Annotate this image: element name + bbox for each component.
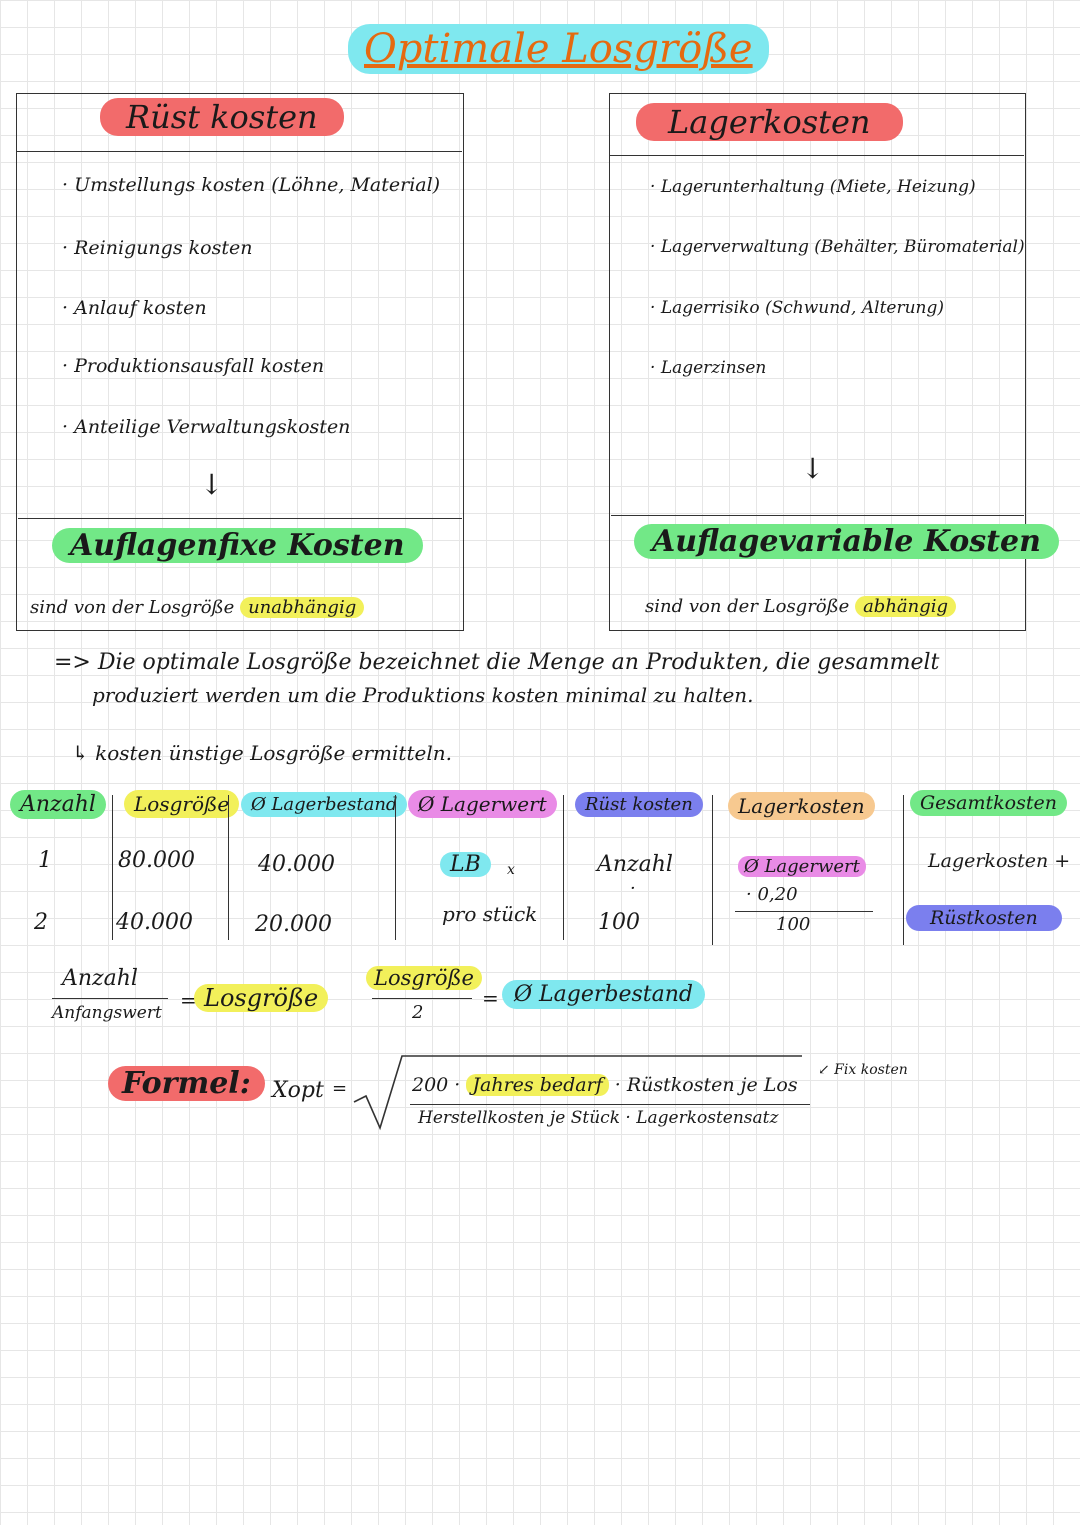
list-item: · Anteilige Verwaltungskosten: [62, 416, 351, 438]
fraction-1-eq: =: [180, 988, 197, 1012]
fraction-bar: [735, 911, 873, 912]
highlight: unabhängig: [240, 597, 365, 618]
list-item: · Umstellungs kosten (Löhne, Material): [62, 174, 441, 196]
formula-side-note: ↙ Fix kosten: [818, 1062, 908, 1078]
table-header: Ø Lagerbestand: [241, 792, 408, 817]
lager-formula-top: Ø Lagerwert: [738, 856, 866, 877]
ruest-formula-dot: ·: [630, 878, 636, 899]
gesamt-bottom: Rüstkosten: [906, 905, 1062, 931]
lagerkosten-box: [609, 93, 1026, 631]
definition-line-2: produziert werden um die Produktions kos…: [92, 683, 754, 707]
auflagevariable-heading: Auflagevariable Kosten: [634, 524, 1059, 559]
lagerwert-lb: LB: [440, 852, 491, 877]
fraction-bar: [52, 998, 168, 999]
lagerkosten-heading: Lagerkosten: [636, 103, 903, 141]
auflagenfixe-heading: Auflagenfixe Kosten: [52, 528, 423, 563]
lagerwert-ref: Ø Lagerwert: [738, 856, 866, 877]
formula-denominator: Herstellkosten je Stück · Lagerkostensat…: [418, 1108, 779, 1128]
ruestkosten-heading: Rüst kosten: [100, 98, 344, 136]
arrow-down-icon: ↓: [200, 468, 224, 501]
table-header: Lagerkosten: [728, 792, 875, 820]
square-root-icon: [353, 1055, 802, 1131]
lagerwert-pro: pro stück: [442, 902, 538, 926]
lagerwert-x: x: [507, 862, 515, 878]
table-header: Rüst kosten: [575, 792, 703, 817]
formula-label: Formel:: [108, 1066, 265, 1101]
ruest-formula-top: Anzahl: [597, 852, 673, 877]
fraction-2-den: 2: [412, 1002, 424, 1023]
divider: [609, 155, 1024, 156]
fraction-2-num: Losgröße: [366, 966, 482, 990]
fraction-2-eq: =: [482, 986, 499, 1010]
list-item: · Anlauf kosten: [62, 297, 207, 319]
list-item: · Lagerverwaltung (Behälter, Büromateria…: [650, 237, 1025, 257]
table-divider: [228, 795, 229, 940]
formula-numerator: 200 · Jahres bedarf · Rüstkosten je Los: [412, 1074, 798, 1096]
arrow-down-icon: ↓: [801, 452, 825, 485]
formula-eq: =: [332, 1078, 348, 1099]
list-item: · Lagerrisiko (Schwund, Alterung): [650, 298, 945, 318]
table-cell: 80.000: [118, 848, 195, 873]
list-item: · Reinigungs kosten: [62, 237, 253, 259]
table-divider: [112, 795, 113, 940]
table-header: Losgröße: [124, 790, 240, 818]
page-title: Optimale Losgröße: [348, 24, 769, 74]
list-item: · Lagerunterhaltung (Miete, Heizung): [650, 177, 976, 197]
table-header: Anzahl: [10, 790, 106, 819]
table-cell: 40.000: [258, 852, 335, 877]
table-header: Gesamtkosten: [910, 790, 1067, 816]
auflagenfixe-note: sind von der Losgröße unabhängig: [30, 597, 365, 618]
table-divider: [563, 795, 564, 940]
table-divider: [395, 795, 396, 940]
table-cell: 2: [34, 910, 48, 935]
formula-var: Xopt: [272, 1078, 324, 1103]
table-divider: [903, 795, 904, 945]
fraction-bar: [372, 998, 472, 999]
fraction-1-den: Anfangswert: [52, 1003, 162, 1023]
list-item: · Produktionsausfall kosten: [62, 355, 325, 377]
auflagevariable-note: sind von der Losgröße abhängig: [645, 596, 957, 617]
table-cell: 1: [38, 848, 52, 873]
jahresbedarf-highlight: Jahres bedarf: [466, 1074, 609, 1096]
fraction-2-result: Ø Lagerbestand: [502, 980, 705, 1009]
highlight: abhängig: [855, 596, 957, 617]
table-header: Ø Lagerwert: [408, 790, 557, 818]
fraction-bar: [410, 1104, 810, 1105]
lager-formula-mid: · 0,20: [746, 884, 798, 905]
list-item: · Lagerzinsen: [650, 358, 767, 378]
table-cell: 40.000: [116, 910, 193, 935]
definition-line-3: ↳ kosten ünstige Losgröße ermitteln.: [72, 741, 452, 765]
gesamt-top: Lagerkosten +: [928, 850, 1071, 872]
divider: [16, 151, 462, 152]
ruestkosten-box: [16, 93, 464, 631]
lager-formula-bottom: 100: [776, 914, 811, 935]
fraction-1-num: Anzahl: [62, 966, 138, 991]
ruest-formula-bottom: 100: [598, 910, 640, 935]
divider: [611, 515, 1024, 516]
divider: [18, 518, 462, 519]
definition-line-1: => Die optimale Losgröße bezeichnet die …: [54, 650, 940, 675]
table-divider: [712, 795, 713, 945]
fraction-1-result: Losgröße: [194, 984, 329, 1012]
table-cell: 20.000: [255, 912, 332, 937]
